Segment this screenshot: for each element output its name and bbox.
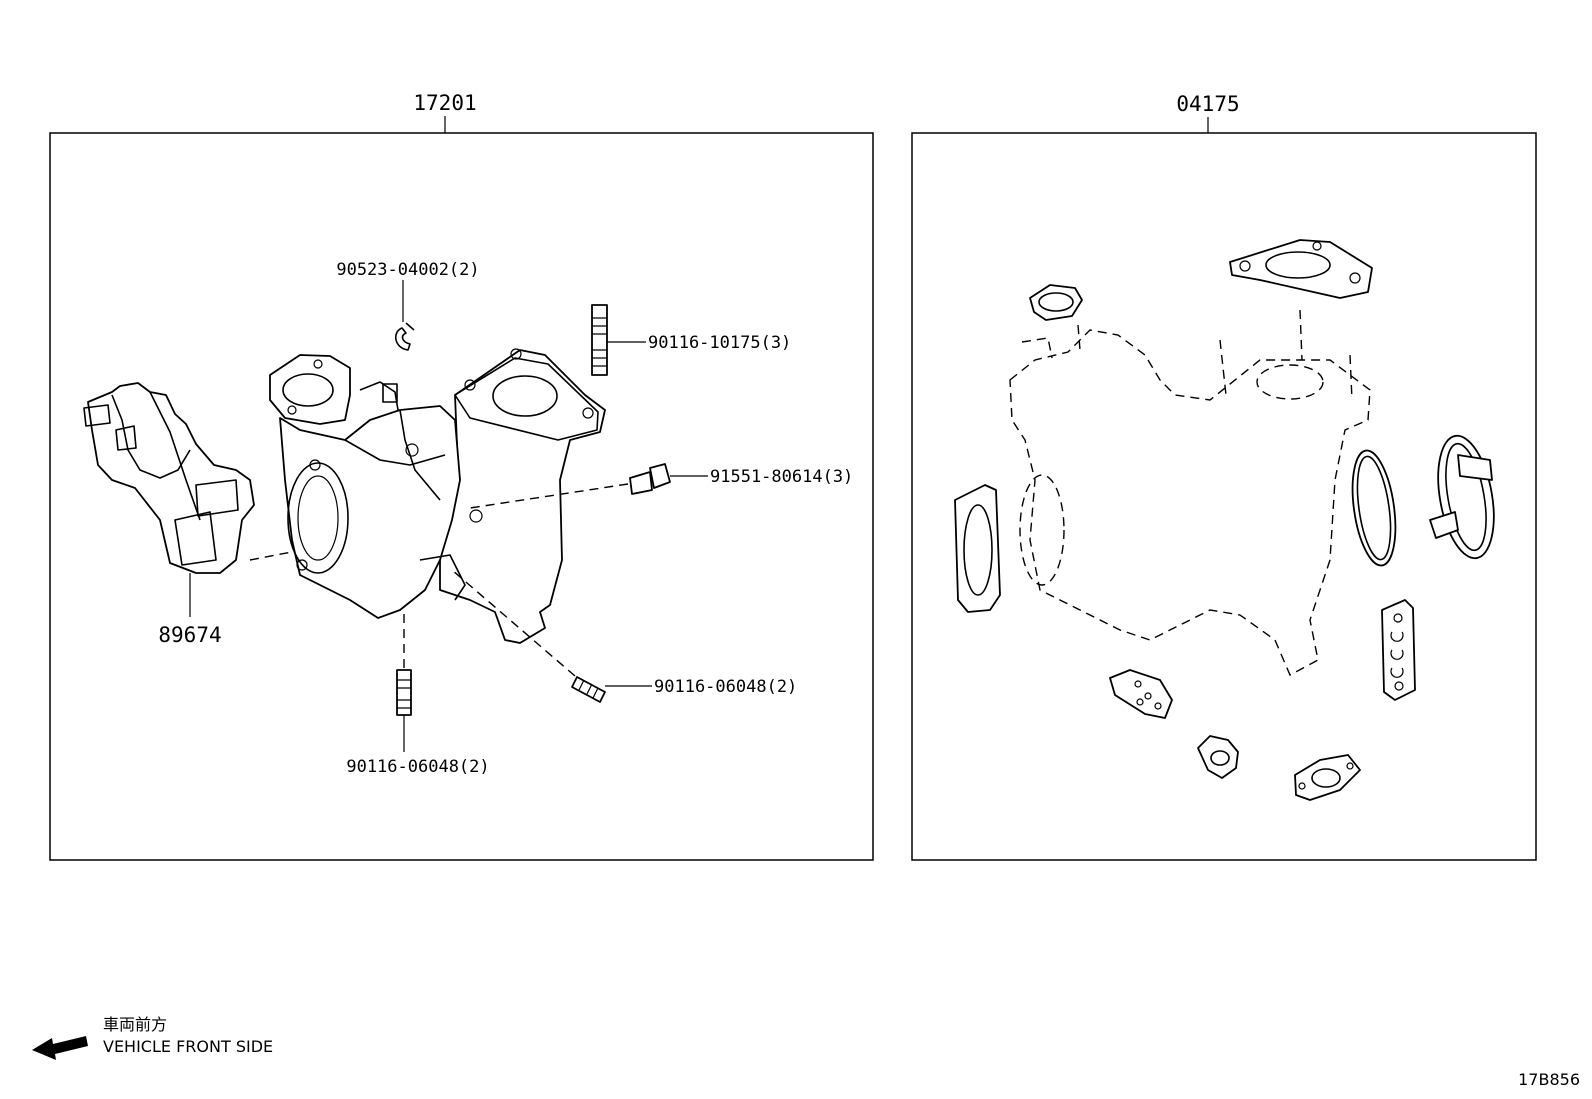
group-title-04175[interactable]: 04175 (1176, 92, 1239, 116)
oil-drain-gasket-part[interactable] (1381, 599, 1416, 701)
callout-90116-10175[interactable]: 90116-10175(3) (648, 333, 791, 353)
union-fitting-part[interactable] (1197, 735, 1239, 779)
group-frame-04175 (911, 132, 1537, 861)
front-direction-arrow-icon (32, 1036, 88, 1060)
compressor-gasket-part[interactable] (954, 484, 1001, 613)
diagram-code: 17B856 (1518, 1070, 1580, 1089)
direction-label-jp: 車両前方 (103, 1015, 167, 1034)
callout-90523-04002[interactable]: 90523-04002(2) (336, 260, 479, 280)
turbo-outline-reference (1009, 309, 1371, 676)
callout-89674[interactable]: 89674 (158, 623, 221, 647)
callout-91551-80614[interactable]: 91551-80614(3) (710, 467, 853, 487)
v-band-clamp-part[interactable] (1429, 431, 1503, 562)
turbocharger-part[interactable] (269, 348, 606, 644)
stud-bolt-right-part[interactable] (571, 676, 606, 703)
snap-ring-part[interactable] (395, 322, 415, 351)
water-gasket-part[interactable] (1294, 754, 1361, 801)
group-title-17201[interactable]: 17201 (413, 91, 476, 115)
inlet-gasket-part[interactable] (1029, 284, 1083, 321)
callout-90116-06048-right[interactable]: 90116-06048(2) (654, 677, 797, 697)
oil-inlet-gasket-part[interactable] (1109, 669, 1173, 719)
stud-bolt-top-part[interactable] (591, 304, 608, 376)
stud-bolt-bottom-part[interactable] (396, 669, 412, 716)
actuator-part[interactable] (83, 382, 255, 574)
flange-bolt-part[interactable] (629, 463, 671, 495)
callout-90116-06048-bottom[interactable]: 90116-06048(2) (346, 757, 489, 777)
direction-label-en: VEHICLE FRONT SIDE (103, 1037, 273, 1056)
o-ring-part[interactable] (1346, 448, 1402, 568)
group-frame-17201 (49, 132, 874, 861)
exhaust-flange-gasket-part[interactable] (1229, 239, 1373, 299)
